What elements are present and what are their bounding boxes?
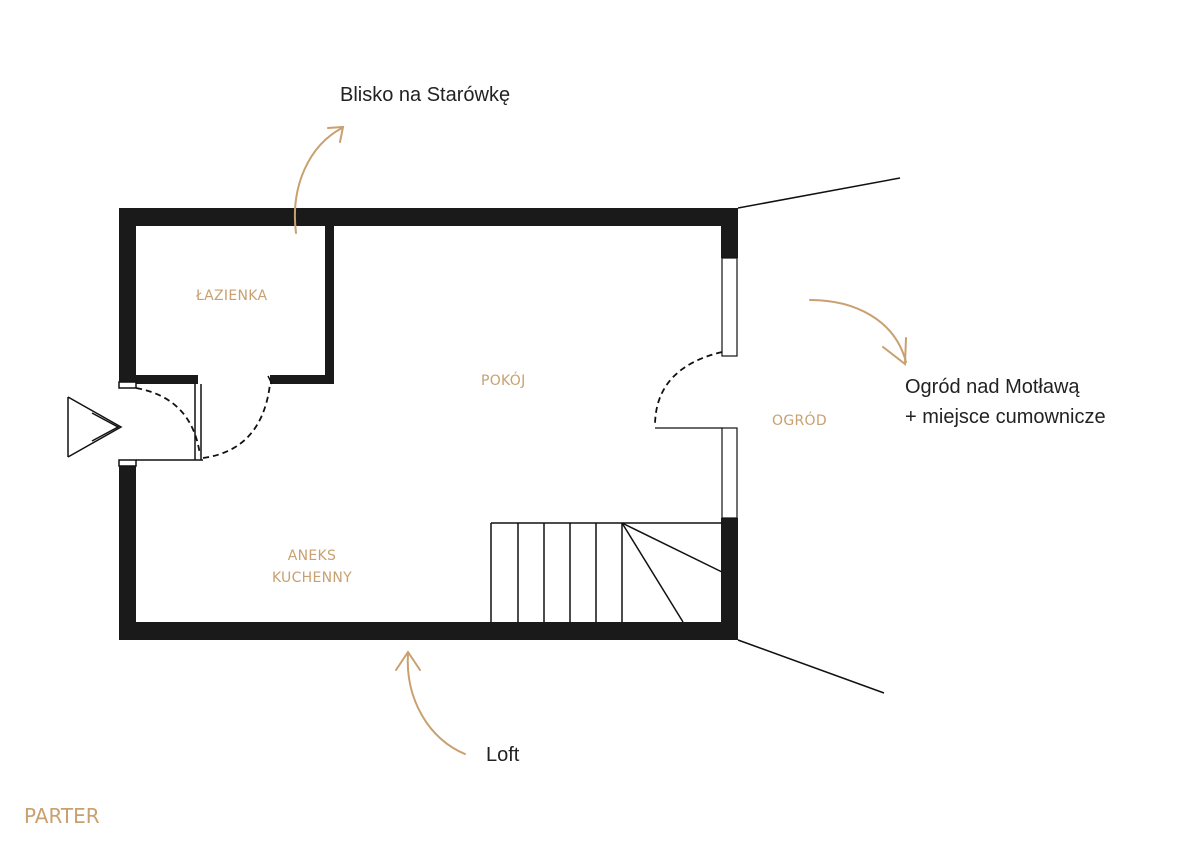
staircase [490, 522, 723, 623]
loft-arrow-icon [395, 650, 466, 755]
note-garden-line-1: Ogród nad Motławą [905, 376, 1080, 398]
floor-label: PARTER [24, 804, 100, 828]
entrance-corridor [118, 375, 273, 467]
room-label-living-room: POKÓJ [481, 373, 526, 389]
bathroom-walls [136, 220, 334, 384]
bathroom-bottom-wall-left [136, 375, 198, 384]
note-loft: Loft [486, 744, 520, 766]
top-wall [119, 208, 738, 226]
bathroom-bottom-wall-right [270, 375, 334, 384]
garden-boundary [737, 177, 901, 694]
door-swings [135, 351, 723, 459]
garden-door-swing [654, 351, 723, 427]
left-wall-lower [119, 462, 136, 640]
kitchenette-line-1: ANEKS [287, 548, 337, 564]
right-wall-top [721, 208, 738, 258]
room-label-kitchenette: ANEKS KUCHENNY [262, 545, 362, 589]
bottom-wall [119, 622, 738, 640]
door-jamb-bottom [118, 459, 137, 467]
window-upper [721, 257, 738, 357]
room-label-bathroom: ŁAZIENKA [196, 288, 268, 304]
kitchenette-line-2: KUCHENNY [271, 570, 353, 586]
old-town-arrow-icon [294, 125, 345, 234]
door-jamb-top [118, 381, 137, 389]
entrance-arrow-icon [67, 396, 123, 458]
left-wall-upper [119, 208, 136, 386]
window-lower [721, 427, 738, 519]
garden-windows [721, 257, 738, 519]
bathroom-right-wall [325, 220, 334, 384]
note-garden: Ogród nad Motławą + miejsce cumownicze [905, 372, 1106, 432]
outer-walls [119, 208, 738, 640]
entrance-door-swing [135, 387, 201, 456]
bathroom-door-swing [202, 383, 271, 459]
note-garden-line-2: + miejsce cumownicze [905, 406, 1106, 428]
garden-arrow-icon [809, 299, 907, 366]
note-old-town: Blisko na Starówkę [340, 84, 511, 106]
right-wall-bottom [721, 518, 738, 640]
room-label-garden: OGRÓD [772, 413, 827, 429]
